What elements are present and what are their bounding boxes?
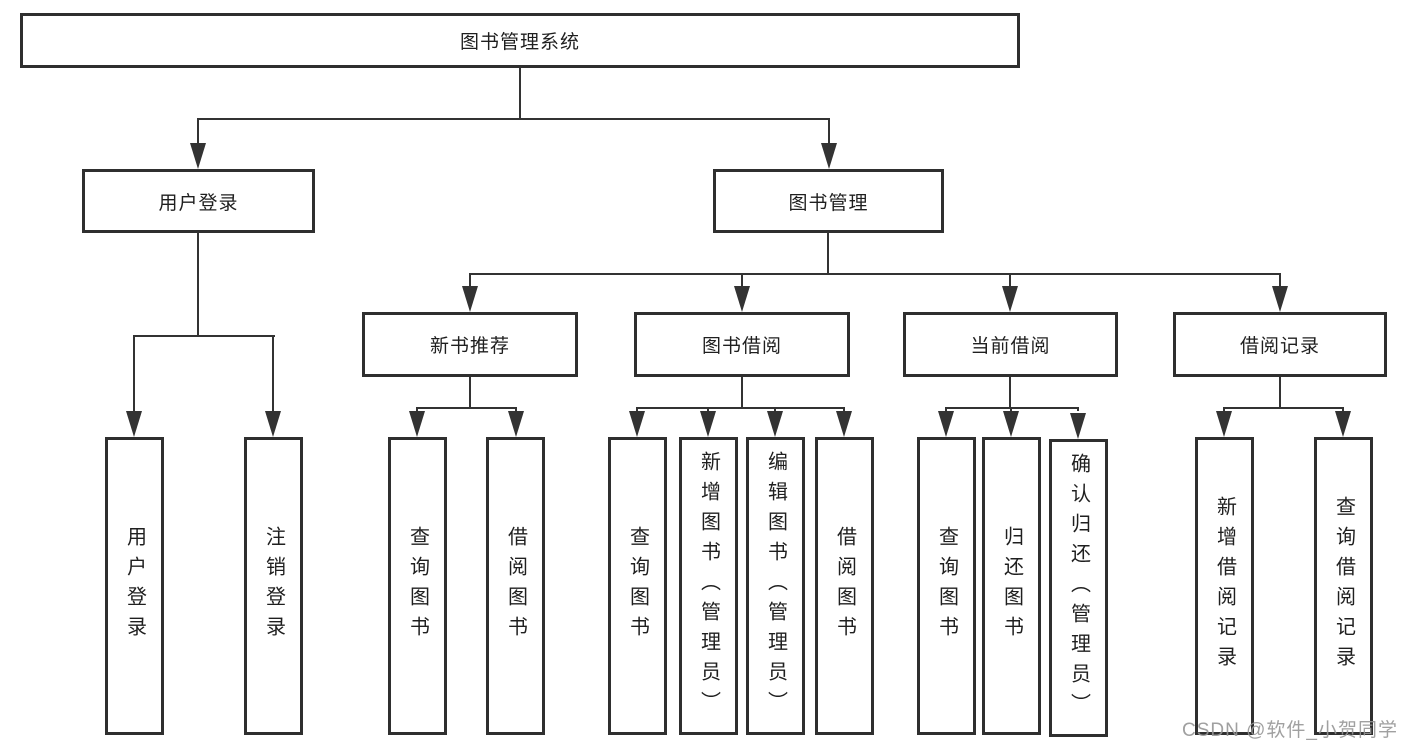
node-label: 当前借阅: [970, 336, 1051, 357]
arrow-down-icon: [821, 143, 837, 169]
connector-line: [469, 273, 471, 286]
connector-line: [1009, 273, 1011, 286]
arrow-down-icon: [409, 411, 425, 437]
connector-line: [469, 377, 471, 407]
leaf-logout: 注销登录: [244, 437, 303, 735]
connector-line: [133, 335, 135, 411]
arrow-down-icon: [508, 411, 524, 437]
arrow-down-icon: [1003, 411, 1019, 437]
arrow-down-icon: [836, 411, 852, 437]
connector-line: [519, 68, 521, 118]
connector-line: [417, 407, 517, 409]
leaf-label: 新增图书（管理员）: [697, 451, 720, 721]
leaf-label: 查询图书: [935, 526, 958, 646]
leaf-confirm-return-admin: 确认归还（管理员）: [1049, 439, 1108, 737]
connector-line: [636, 407, 638, 411]
connector-line: [827, 232, 829, 273]
arrow-down-icon: [767, 411, 783, 437]
node-label: 用户登录: [158, 192, 239, 214]
connector-line: [272, 335, 274, 411]
leaf-label: 注销登录: [262, 526, 285, 646]
leaf-label: 新增借阅记录: [1213, 496, 1236, 676]
node-label: 借阅记录: [1239, 336, 1320, 357]
leaf-add-borrow-record: 新增借阅记录: [1195, 437, 1254, 735]
arrow-down-icon: [938, 411, 954, 437]
leaf-query-books: 查询图书: [917, 437, 976, 735]
connector-line: [470, 273, 1281, 275]
connector-line: [416, 407, 418, 411]
leaf-label: 查询图书: [406, 526, 429, 646]
node-root-label: 图书管理系统: [459, 32, 580, 53]
arrow-down-icon: [1335, 411, 1351, 437]
leaf-label: 归还图书: [1000, 526, 1023, 646]
connector-line: [843, 407, 845, 411]
leaf-borrow-books: 借阅图书: [815, 437, 874, 735]
connector-line: [707, 407, 709, 411]
connector-line: [1077, 407, 1079, 411]
leaf-label: 用户登录: [123, 526, 146, 646]
connector-line: [774, 407, 776, 411]
node-label: 新书推荐: [429, 336, 510, 357]
leaf-label: 查询借阅记录: [1332, 496, 1355, 676]
connector-line: [515, 407, 517, 411]
connector-line: [198, 118, 830, 120]
arrow-down-icon: [700, 411, 716, 437]
connector-line: [197, 118, 199, 143]
connector-line: [637, 407, 845, 409]
node-book-borrowing: 图书借阅: [634, 312, 850, 377]
node-current-borrowing: 当前借阅: [903, 312, 1118, 377]
connector-line: [741, 273, 743, 286]
connector-line: [1010, 407, 1012, 411]
connector-line: [946, 407, 1079, 409]
connector-line: [828, 118, 830, 143]
leaf-user-login: 用户登录: [105, 437, 164, 735]
node-label: 图书借阅: [701, 336, 782, 357]
leaf-label: 确认归还（管理员）: [1067, 453, 1090, 723]
node-label: 图书管理: [788, 192, 869, 214]
arrow-down-icon: [734, 286, 750, 312]
connector-line: [1342, 407, 1344, 411]
node-root-library-system: 图书管理系统: [20, 13, 1020, 68]
connector-line: [741, 377, 743, 407]
node-user-login: 用户登录: [82, 169, 315, 233]
leaf-query-books: 查询图书: [388, 437, 447, 735]
node-new-book-recommend: 新书推荐: [362, 312, 578, 377]
node-book-management: 图书管理: [713, 169, 944, 233]
arrow-down-icon: [126, 411, 142, 437]
leaf-query-books: 查询图书: [608, 437, 667, 735]
connector-line: [1224, 407, 1344, 409]
arrow-down-icon: [1070, 413, 1086, 439]
leaf-borrow-books: 借阅图书: [486, 437, 545, 735]
connector-line: [1009, 377, 1011, 407]
csdn-watermark: CSDN @软件_小贺同学: [1182, 720, 1398, 741]
arrow-down-icon: [629, 411, 645, 437]
leaf-query-borrow-record: 查询借阅记录: [1314, 437, 1373, 735]
leaf-return-books: 归还图书: [982, 437, 1041, 735]
leaf-edit-books-admin: 编辑图书（管理员）: [746, 437, 805, 735]
node-borrowing-records: 借阅记录: [1173, 312, 1387, 377]
connector-line: [1223, 407, 1225, 411]
arrow-down-icon: [462, 286, 478, 312]
leaf-label: 借阅图书: [504, 526, 527, 646]
arrow-down-icon: [1002, 286, 1018, 312]
connector-line: [945, 407, 947, 411]
leaf-add-books-admin: 新增图书（管理员）: [679, 437, 738, 735]
connector-line: [1279, 273, 1281, 286]
leaf-label: 借阅图书: [833, 526, 856, 646]
arrow-down-icon: [265, 411, 281, 437]
arrow-down-icon: [1272, 286, 1288, 312]
arrow-down-icon: [1216, 411, 1232, 437]
connector-line: [134, 335, 275, 337]
leaf-label: 查询图书: [626, 526, 649, 646]
arrow-down-icon: [190, 143, 206, 169]
connector-line: [197, 232, 199, 335]
leaf-label: 编辑图书（管理员）: [764, 451, 787, 721]
connector-line: [1279, 377, 1281, 407]
